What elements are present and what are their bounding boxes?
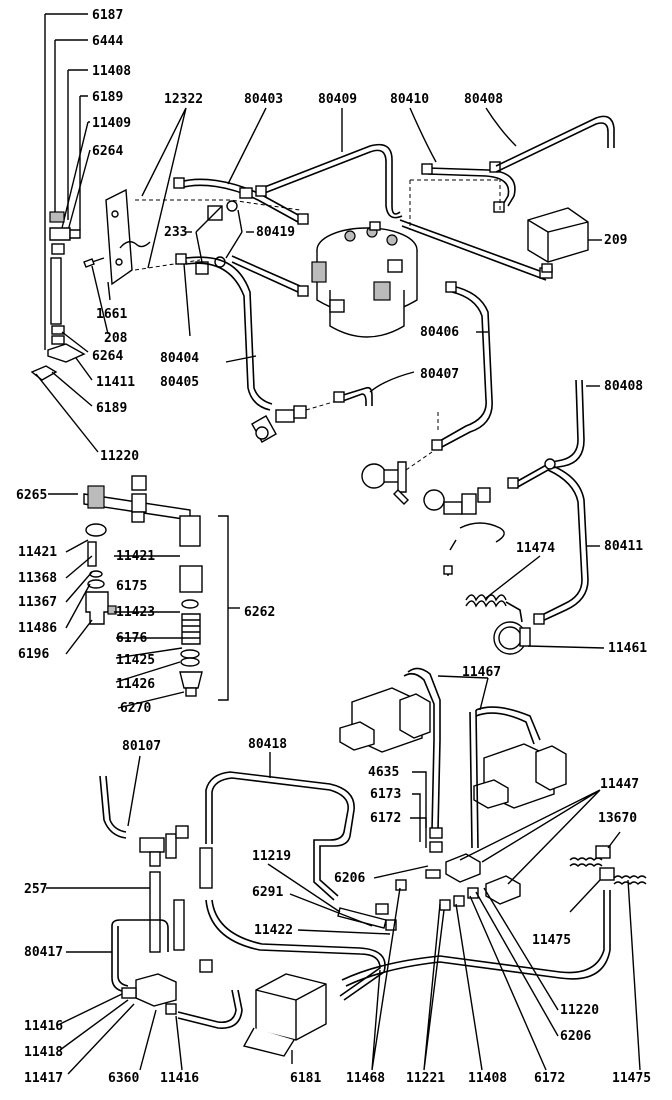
label-11423: 11423 bbox=[116, 605, 155, 620]
label-4635: 4635 bbox=[368, 765, 399, 780]
label-11408: 11408 bbox=[92, 64, 131, 79]
label-80406: 80406 bbox=[420, 325, 459, 340]
label-11474: 11474 bbox=[516, 541, 555, 556]
label-11475-upper: 11475 bbox=[532, 933, 571, 948]
label-11447: 11447 bbox=[600, 777, 639, 792]
label-6206-lower: 6206 bbox=[560, 1029, 591, 1044]
label-80407: 80407 bbox=[420, 367, 459, 382]
label-6360: 6360 bbox=[108, 1071, 139, 1086]
label-80404: 80404 bbox=[160, 351, 199, 366]
label-6264: 6264 bbox=[92, 144, 123, 159]
label-233: 233 bbox=[164, 225, 187, 240]
label-80107: 80107 bbox=[122, 739, 161, 754]
upper-pipe-network bbox=[134, 115, 615, 281]
label-11220-top: 11220 bbox=[100, 449, 139, 464]
bracket-plate-1661 bbox=[83, 188, 151, 286]
label-6189: 6189 bbox=[92, 90, 123, 105]
label-80419: 80419 bbox=[256, 225, 295, 240]
left-column-leaders bbox=[44, 13, 91, 285]
label-11368: 11368 bbox=[18, 571, 57, 586]
label-6176: 6176 bbox=[116, 631, 147, 646]
label-257: 257 bbox=[24, 882, 47, 897]
label-11411: 11411 bbox=[96, 375, 135, 390]
leader-lines bbox=[35, 107, 641, 1075]
label-6196: 6196 bbox=[18, 647, 49, 662]
label-6444: 6444 bbox=[92, 34, 123, 49]
label-6173: 6173 bbox=[370, 787, 401, 802]
central-pump-body bbox=[311, 221, 418, 338]
label-6206-upper: 6206 bbox=[334, 871, 365, 886]
electrical-box-209 bbox=[527, 207, 589, 273]
label-208: 208 bbox=[104, 331, 128, 346]
label-11367: 11367 bbox=[18, 595, 57, 610]
label-11421-left: 11421 bbox=[18, 545, 57, 560]
label-80417: 80417 bbox=[24, 945, 63, 960]
label-11425: 11425 bbox=[116, 653, 155, 668]
label-11468: 11468 bbox=[346, 1071, 385, 1086]
label-6270: 6270 bbox=[120, 701, 151, 716]
label-80408-top: 80408 bbox=[464, 92, 503, 107]
label-11417: 11417 bbox=[24, 1071, 63, 1086]
part-labels: 6187 6444 11408 6189 11409 6264 12322 80… bbox=[16, 8, 651, 1086]
label-11475-lower: 11475 bbox=[612, 1071, 651, 1086]
label-11421-right: 11421 bbox=[116, 549, 155, 564]
label-11426: 11426 bbox=[116, 677, 155, 692]
label-80418: 80418 bbox=[248, 737, 287, 752]
label-13670: 13670 bbox=[598, 811, 637, 826]
label-11418: 11418 bbox=[24, 1045, 63, 1060]
label-80405: 80405 bbox=[160, 375, 199, 390]
label-6175: 6175 bbox=[116, 579, 147, 594]
label-11408-lower: 11408 bbox=[468, 1071, 507, 1086]
label-11486: 11486 bbox=[18, 621, 57, 636]
label-6187: 6187 bbox=[92, 8, 123, 23]
label-80403: 80403 bbox=[244, 92, 283, 107]
label-11220-lower: 11220 bbox=[560, 1003, 599, 1018]
valve-group-6262 bbox=[48, 475, 240, 701]
label-11409: 11409 bbox=[92, 116, 131, 131]
label-6291: 6291 bbox=[252, 885, 283, 900]
pipe-80406 bbox=[431, 281, 493, 451]
label-6172-upper: 6172 bbox=[370, 811, 401, 826]
label-80410: 80410 bbox=[390, 92, 429, 107]
label-6264-lower: 6264 bbox=[92, 349, 123, 364]
label-6189-lower: 6189 bbox=[96, 401, 127, 416]
label-80411: 80411 bbox=[604, 539, 643, 554]
leader-4635-6173 bbox=[412, 771, 427, 842]
label-80408-right: 80408 bbox=[604, 379, 643, 394]
label-11461: 11461 bbox=[608, 641, 647, 656]
pipes-80404-80405 bbox=[175, 253, 341, 443]
label-1661: 1661 bbox=[96, 307, 127, 322]
label-6265: 6265 bbox=[16, 488, 47, 503]
pipes-80408-80411 bbox=[423, 379, 589, 625]
fittings-233-80419 bbox=[195, 200, 243, 275]
label-80409: 80409 bbox=[318, 92, 357, 107]
label-11467: 11467 bbox=[462, 665, 501, 680]
pipe-80407 bbox=[333, 386, 373, 406]
lower-assembly bbox=[99, 771, 647, 1057]
label-6181: 6181 bbox=[290, 1071, 321, 1086]
label-209: 209 bbox=[604, 233, 627, 248]
label-11219: 11219 bbox=[252, 849, 291, 864]
stem-assembly-6187 bbox=[30, 211, 86, 381]
label-11422: 11422 bbox=[254, 923, 293, 938]
label-11416-right: 11416 bbox=[160, 1071, 199, 1086]
pumps-11467 bbox=[339, 667, 567, 853]
label-12322: 12322 bbox=[164, 92, 203, 107]
coil-gauge-11474-11461 bbox=[465, 594, 531, 655]
label-6172-lower: 6172 bbox=[534, 1071, 565, 1086]
label-11416-left: 11416 bbox=[24, 1019, 63, 1034]
label-6262: 6262 bbox=[244, 605, 275, 620]
label-11221: 11221 bbox=[406, 1071, 445, 1086]
gauge-fitting bbox=[361, 451, 433, 505]
